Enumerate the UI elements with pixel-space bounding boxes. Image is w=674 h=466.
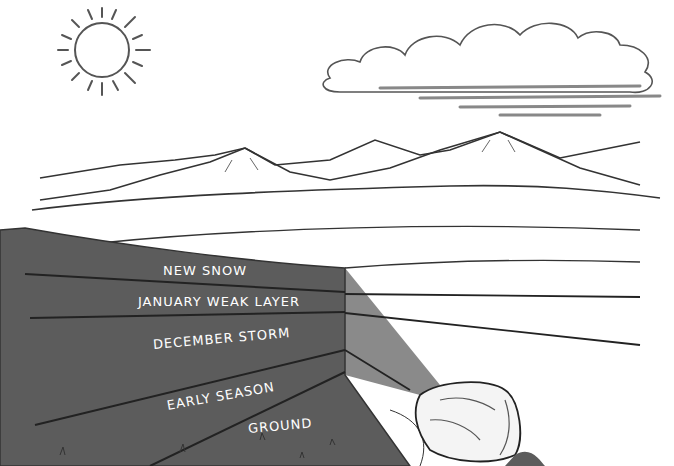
layer-label: JANUARY WEAK LAYER xyxy=(138,295,300,308)
layer-label: NEW SNOW xyxy=(163,264,247,277)
